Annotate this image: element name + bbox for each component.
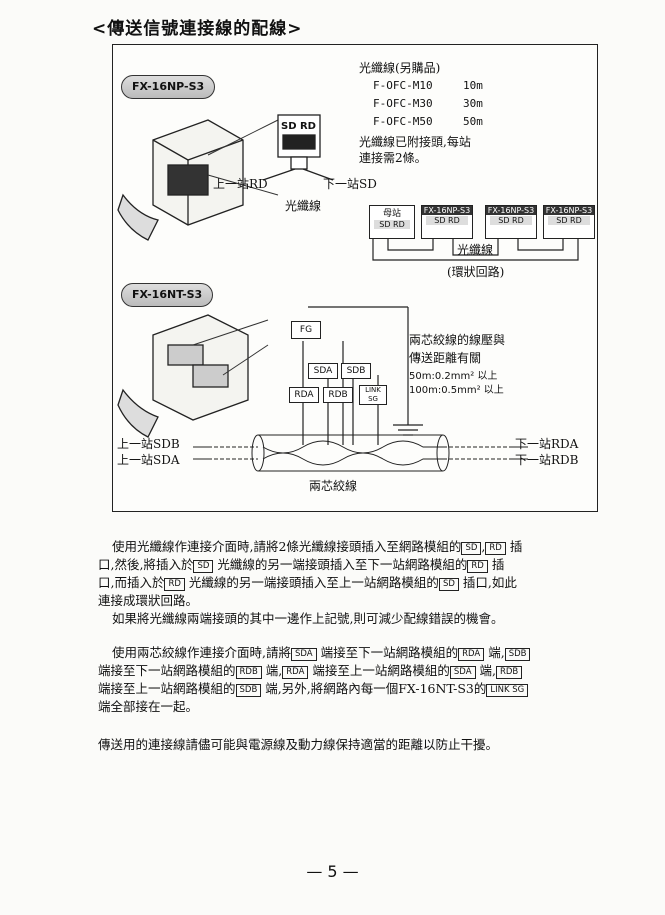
zoom-lines-nt	[192, 319, 269, 376]
fx16np-tag: FX-16NP-S3	[121, 75, 216, 99]
fiber-cable-label: 光纖線	[285, 199, 322, 213]
fiber-note-1: 光纖線已附接頭,每站	[359, 135, 471, 149]
wiring-drawing	[117, 114, 579, 472]
fx16nt-module-sketch	[117, 314, 249, 438]
ring-wires	[372, 238, 579, 261]
fiber-model-2: F-OFC-M30	[373, 97, 433, 110]
ring-loop-label: (環狀回路)	[447, 265, 505, 279]
twisted-note-3: 50m:0.2mm² 以上	[409, 371, 498, 382]
section-title: <傳送信號連接線的配線>	[92, 19, 303, 39]
sd-rd-label: SD RD	[281, 121, 316, 132]
key-sd: SD	[461, 542, 482, 555]
key-sd: SD	[438, 578, 459, 591]
fiber-header: 光纖線(另購品)	[359, 61, 441, 75]
ring-box-master: 母站 SD RD	[369, 205, 415, 239]
key-rdb: RDB	[495, 666, 523, 679]
fiber-model-1: F-OFC-M10	[373, 79, 433, 92]
page-number: — 5 —	[306, 862, 359, 881]
upper-sda-label: 上一站SDA	[117, 453, 180, 467]
key-sdb: SDB	[235, 684, 262, 697]
upper-sdb-label: 上一站SDB	[117, 437, 180, 451]
link-sg-terminal: LINK SG	[359, 385, 387, 405]
key-sda: SDA	[290, 648, 317, 661]
twisted-note-1: 兩芯絞線的線壓與	[409, 333, 506, 347]
ring-box-np-1: FX-16NP-S3 SD RD	[421, 205, 473, 239]
paragraph-interference: 傳送用的連接線請儘可能與電源線及動力線保持適當的距離以防止干擾。	[98, 737, 499, 752]
lower-sd-label: 下一站SD	[323, 177, 377, 191]
wiring-figure: FX-16NP-S3 FX-16NT-S3 光纖線(另購品) F-OFC-M10…	[112, 44, 598, 512]
key-link-sg: LINK SG	[486, 684, 529, 697]
sd-rd-connector	[262, 114, 334, 181]
lower-rdb-label: 下一站RDB	[515, 453, 579, 467]
fiber-model-3: F-OFC-M50	[373, 115, 433, 128]
lower-rda-label: 下一站RDA	[515, 437, 579, 451]
key-rd: RD	[164, 578, 185, 591]
key-rda: RDA	[282, 666, 309, 679]
ring-box-np-2: FX-16NP-S3 SD RD	[485, 205, 537, 239]
fg-terminal: FG	[291, 321, 321, 339]
key-sdb: SDB	[504, 648, 531, 661]
rda-terminal: RDA	[289, 387, 319, 403]
fiber-length-1: 10m	[463, 79, 483, 92]
twisted-cable-label: 兩芯絞線	[309, 479, 358, 493]
zoom-lines-np	[207, 119, 279, 196]
ring-fiber-label: 光纖線	[457, 243, 494, 257]
key-rdb: RDB	[235, 666, 262, 679]
key-rd: RD	[485, 542, 506, 555]
fx16np-module-sketch	[117, 119, 244, 241]
twisted-cable	[193, 434, 528, 472]
sda-terminal: SDA	[308, 363, 338, 379]
fiber-length-3: 50m	[463, 115, 483, 128]
fiber-length-2: 30m	[463, 97, 483, 110]
fx16nt-tag: FX-16NT-S3	[121, 283, 214, 307]
paragraph-mark-tip: 如果將光纖線兩端接頭的其中一邊作上記號,則可減少配線錯誤的機會。	[112, 611, 504, 626]
key-rda: RDA	[458, 648, 485, 661]
key-sda: SDA	[449, 666, 476, 679]
sdb-terminal: SDB	[341, 363, 371, 379]
upper-rd-label: 上一站RD	[213, 177, 268, 191]
rdb-terminal: RDB	[323, 387, 353, 403]
twisted-note-4: 100m:0.5mm² 以上	[409, 385, 504, 396]
ring-box-np-3: FX-16NP-S3 SD RD	[543, 205, 595, 239]
fiber-note-2: 連接需2條。	[359, 151, 427, 165]
key-sd: SD	[193, 560, 214, 573]
key-rd: RD	[467, 560, 488, 573]
twisted-note-2: 傳送距離有關	[409, 351, 482, 365]
